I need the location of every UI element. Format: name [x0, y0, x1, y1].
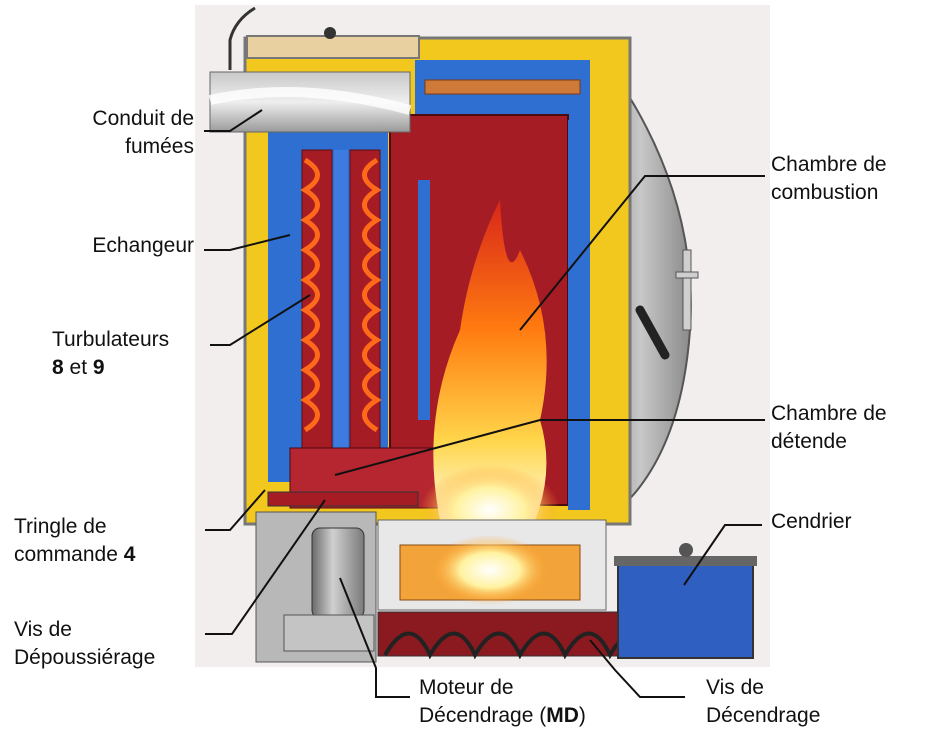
label-conduit-line1: Conduit de: [60, 105, 194, 133]
turbulateur-conj: et: [64, 356, 93, 379]
tringle-num: 4: [124, 543, 136, 566]
moteur-md: MD: [546, 704, 579, 727]
door-handle-icon: [683, 250, 691, 330]
label-conduit-line2: fumées: [60, 133, 194, 161]
turbulateur-num-a: 8: [52, 356, 64, 379]
top-lid: [247, 36, 419, 58]
label-combustion-line1: Chambre de: [771, 151, 887, 179]
moteur-end: ): [579, 704, 586, 727]
ash-bin-lid: [614, 556, 757, 566]
label-cendrier-line1: Cendrier: [771, 508, 852, 536]
label-tringle-line1: Tringle de: [14, 513, 135, 541]
label-turbulateurs: Turbulateurs 8 et 9: [52, 326, 169, 382]
right-water-jacket: [568, 120, 590, 510]
inner-baffle: [418, 180, 430, 420]
label-conduit-de-fumees: Conduit de fumées: [60, 105, 194, 161]
label-echangeur: Echangeur: [60, 232, 194, 260]
label-vis-dec-line2: Décendrage: [706, 702, 820, 730]
label-echangeur-line1: Echangeur: [60, 232, 194, 260]
label-vis-de-depoussierage: Vis de Dépoussiérage: [14, 616, 155, 672]
motor-icon: [312, 528, 364, 618]
label-chambre-de-detende: Chambre de détende: [771, 400, 887, 456]
top-coil: [425, 80, 580, 94]
lid-knob: [324, 27, 336, 39]
turbulateur-num-b: 9: [93, 356, 105, 379]
ash-bin-knob: [679, 543, 693, 557]
label-detende-line1: Chambre de: [771, 400, 887, 428]
label-moteur-line2: Décendrage (MD): [419, 702, 586, 730]
motor-mount: [284, 615, 374, 651]
label-vis-de-decendrage: Vis de Décendrage: [706, 674, 820, 730]
label-combustion-line2: combustion: [771, 179, 887, 207]
dust-screw: [268, 492, 418, 506]
label-detende-line2: détende: [771, 428, 887, 456]
label-turbulateurs-line2: 8 et 9: [52, 354, 169, 382]
tringle-text: commande: [14, 543, 124, 566]
label-vis-dep-line1: Vis de: [14, 616, 155, 644]
exchanger-divider: [334, 150, 348, 448]
door-handle-bar: [676, 272, 698, 278]
ash-bin: [618, 558, 753, 658]
moteur-text: Décendrage (: [419, 704, 546, 727]
label-chambre-de-combustion: Chambre de combustion: [771, 151, 887, 207]
label-turbulateurs-line1: Turbulateurs: [52, 326, 169, 354]
label-vis-dec-line1: Vis de: [706, 674, 820, 702]
burner-fire: [430, 535, 550, 605]
label-cendrier: Cendrier: [771, 508, 852, 536]
label-tringle-de-commande: Tringle de commande 4: [14, 513, 135, 569]
label-moteur-de-decendrage: Moteur de Décendrage (MD): [419, 674, 586, 730]
label-vis-dep-line2: Dépoussiérage: [14, 644, 155, 672]
label-moteur-line1: Moteur de: [419, 674, 586, 702]
label-tringle-line2: commande 4: [14, 541, 135, 569]
